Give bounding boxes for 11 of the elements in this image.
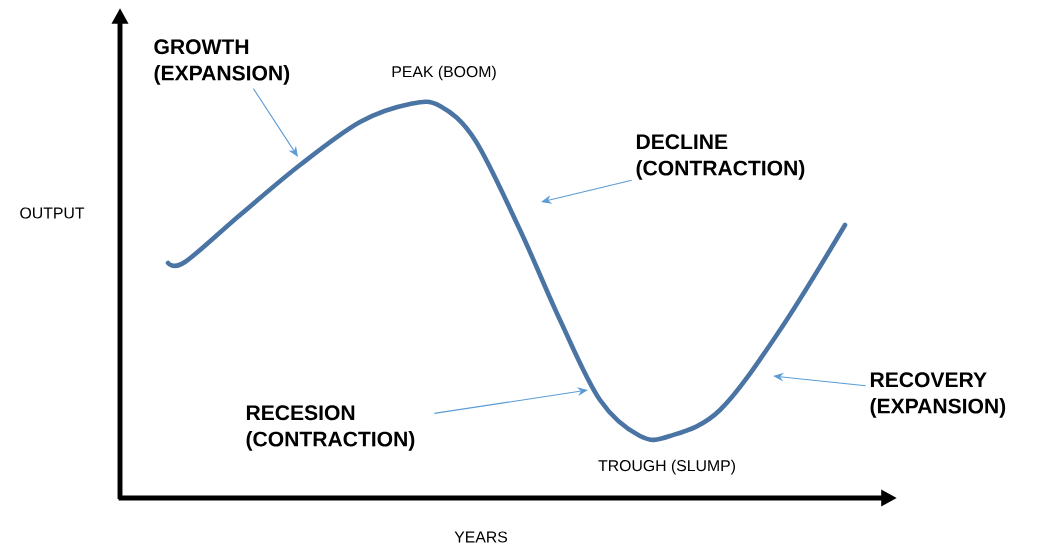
axis-label: YEARS <box>454 531 508 543</box>
leader-arrow <box>252 88 298 157</box>
stage-label: RECOVERY (EXPANSION) <box>870 372 1006 418</box>
curve-label: PEAK (BOOM) <box>392 65 496 81</box>
stage-label: DECLINE (CONTRACTION) <box>636 134 805 180</box>
leader-arrow <box>541 179 633 204</box>
stage-label: GROWTH (EXPANSION) <box>154 39 290 85</box>
leader-arrow <box>433 387 588 414</box>
curve-label: TROUGH (SLUMP) <box>598 459 735 475</box>
axis-label: OUTPUT <box>20 207 85 219</box>
stage-label: RECESION (CONTRACTION) <box>246 405 415 451</box>
